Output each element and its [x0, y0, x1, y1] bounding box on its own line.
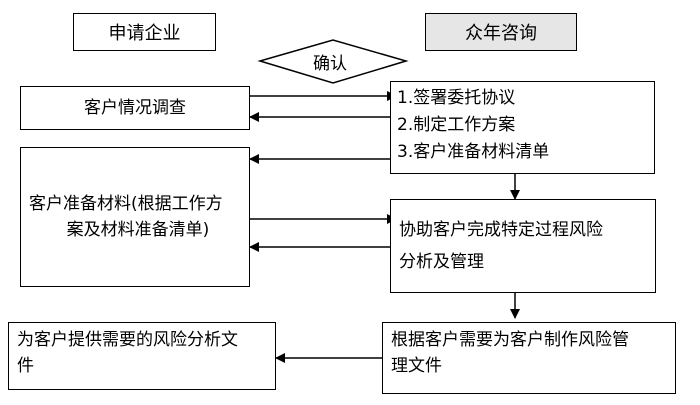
- client-provide-line2: 件: [17, 356, 34, 377]
- consultant-step-materials-list: 3.客户准备材料清单: [397, 142, 550, 163]
- consultant-step-work-plan: 2.制定工作方案: [397, 115, 516, 136]
- client-column-header: 申请企业: [73, 13, 216, 51]
- consultant-header-label: 众年咨询: [465, 23, 537, 44]
- consultant-produce-line2: 理文件: [391, 356, 442, 377]
- consultant-steps-box: 1.签署委托协议 2.制定工作方案 3.客户准备材料清单: [390, 81, 655, 174]
- client-provide-box: 为客户提供需要的风险分析文 件: [8, 322, 276, 390]
- consultant-assist-line2: 分析及管理: [399, 252, 484, 272]
- client-survey-label: 客户情况调查: [84, 97, 186, 118]
- confirm-diamond: [257, 39, 409, 84]
- confirm-label: 确认: [313, 54, 347, 74]
- client-prepare-line2: 案及材料准备清单): [66, 220, 210, 240]
- consultant-assist-line1: 协助客户完成特定过程风险: [399, 219, 603, 240]
- consultant-assist-box: 协助客户完成特定过程风险 分析及管理: [390, 199, 656, 293]
- consultant-produce-line1: 根据客户需要为客户制作风险管: [391, 330, 629, 350]
- consultant-column-header: 众年咨询: [425, 13, 577, 51]
- consultant-step-sign-agreement: 1.签署委托协议: [397, 88, 516, 108]
- client-provide-line1: 为客户提供需要的风险分析文: [17, 330, 238, 350]
- client-header-label: 申请企业: [108, 23, 181, 44]
- client-survey-box: 客户情况调查: [20, 86, 250, 130]
- client-prepare-box: 客户准备材料(根据工作方 案及材料准备清单): [20, 147, 250, 287]
- client-prepare-line1: 客户准备材料(根据工作方: [29, 193, 223, 214]
- consultant-produce-box: 根据客户需要为客户制作风险管 理文件: [382, 322, 676, 394]
